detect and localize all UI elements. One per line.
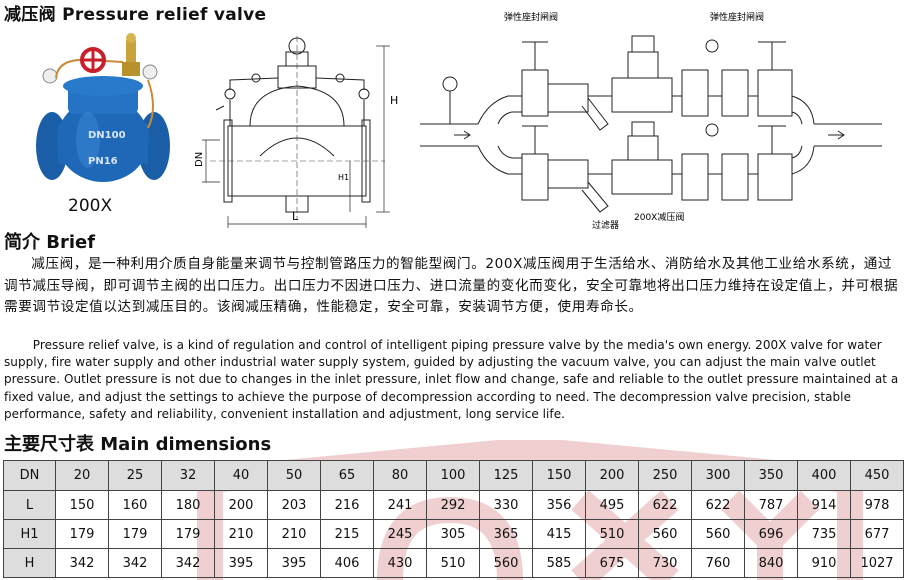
table-cell: 406: [320, 548, 374, 578]
row-header: DN: [3, 460, 56, 491]
table-cell: 342: [108, 548, 162, 578]
table-cell: 245: [373, 519, 427, 549]
label-reducing-valve: 200X减压阀: [634, 211, 684, 223]
label-filter: 过滤器: [592, 219, 619, 231]
dn-cell: 200: [585, 460, 639, 491]
model-label: 200X: [68, 196, 113, 216]
table-cell: 150: [55, 490, 109, 520]
table-cell: 840: [744, 548, 798, 578]
table-cell: 560: [638, 519, 692, 549]
dn-cell: 450: [850, 460, 904, 491]
table-cell: 179: [161, 519, 215, 549]
table-cell: 430: [373, 548, 427, 578]
dimension-drawing: H DN L H1: [194, 36, 398, 228]
row-header: L: [3, 490, 56, 520]
dn-cell: 250: [638, 460, 692, 491]
table-cell: 910: [797, 548, 851, 578]
table-cell: 160: [108, 490, 162, 520]
table-cell: 395: [214, 548, 268, 578]
table-cell: 200: [214, 490, 268, 520]
table-cell: 179: [108, 519, 162, 549]
table-cell: 356: [532, 490, 586, 520]
dn-cell: 32: [161, 460, 215, 491]
table-cell: 787: [744, 490, 798, 520]
dn-cell: 20: [55, 460, 109, 491]
table-cell: 1027: [850, 548, 904, 578]
dn-cell: 125: [479, 460, 533, 491]
table-cell: 622: [691, 490, 745, 520]
dim-label-l: L: [292, 210, 299, 223]
installation-diagram: 弹性座封闸阀 弹性座封闸阀 过滤器 200X减压阀: [420, 11, 882, 231]
table-cell: 978: [850, 490, 904, 520]
page-title: 减压阀 Pressure relief valve: [4, 5, 267, 25]
table-cell: 292: [426, 490, 480, 520]
table-cell: 216: [320, 490, 374, 520]
dn-cell: 50: [267, 460, 321, 491]
brief-chinese: 减压阀，是一种利用介质自身能量来调节与控制管路压力的智能型阀门。200X减压阀用…: [4, 256, 899, 315]
table-cell: 179: [55, 519, 109, 549]
table-cell: 914: [797, 490, 851, 520]
dn-cell: 300: [691, 460, 745, 491]
dimensions-heading: 主要尺寸表 Main dimensions: [4, 434, 272, 455]
table-cell: 510: [426, 548, 480, 578]
table-cell: 210: [267, 519, 321, 549]
brief-heading: 简介 Brief: [4, 232, 96, 253]
dn-cell: 100: [426, 460, 480, 491]
table-cell: 365: [479, 519, 533, 549]
dn-cell: 80: [373, 460, 427, 491]
dn-cell: 350: [744, 460, 798, 491]
table-cell: 203: [267, 490, 321, 520]
body-label-pn: PN16: [88, 156, 118, 167]
label-gate-valve-right: 弹性座封闸阀: [710, 11, 764, 23]
table-cell: 510: [585, 519, 639, 549]
table-cell: 585: [532, 548, 586, 578]
table-cell: 760: [691, 548, 745, 578]
table-cell: 342: [161, 548, 215, 578]
table-cell: 215: [320, 519, 374, 549]
dn-cell: 400: [797, 460, 851, 491]
table-cell: 495: [585, 490, 639, 520]
valve-product-image: DN100 PN16: [36, 33, 170, 182]
label-gate-valve-left: 弹性座封闸阀: [504, 11, 558, 23]
table-cell: 330: [479, 490, 533, 520]
dn-cell: 150: [532, 460, 586, 491]
dn-cell: 65: [320, 460, 374, 491]
dim-label-h: H: [390, 94, 398, 107]
table-cell: 395: [267, 548, 321, 578]
table-cell: 696: [744, 519, 798, 549]
dn-cell: 40: [214, 460, 268, 491]
table-cell: 342: [55, 548, 109, 578]
table-cell: 180: [161, 490, 215, 520]
row-header: H1: [3, 519, 56, 549]
table-cell: 735: [797, 519, 851, 549]
dn-cell: 25: [108, 460, 162, 491]
table-cell: 730: [638, 548, 692, 578]
table-cell: 677: [850, 519, 904, 549]
table-cell: 241: [373, 490, 427, 520]
table-cell: 415: [532, 519, 586, 549]
row-header: H: [3, 548, 56, 578]
brief-english: Pressure relief valve, is a kind of regu…: [4, 338, 899, 421]
table-cell: 622: [638, 490, 692, 520]
dim-label-dn: DN: [194, 152, 205, 167]
body-label-dn: DN100: [88, 130, 126, 141]
dim-label-h1: H1: [338, 173, 349, 182]
table-cell: 560: [691, 519, 745, 549]
table-cell: 305: [426, 519, 480, 549]
table-cell: 675: [585, 548, 639, 578]
table-cell: 210: [214, 519, 268, 549]
table-cell: 560: [479, 548, 533, 578]
